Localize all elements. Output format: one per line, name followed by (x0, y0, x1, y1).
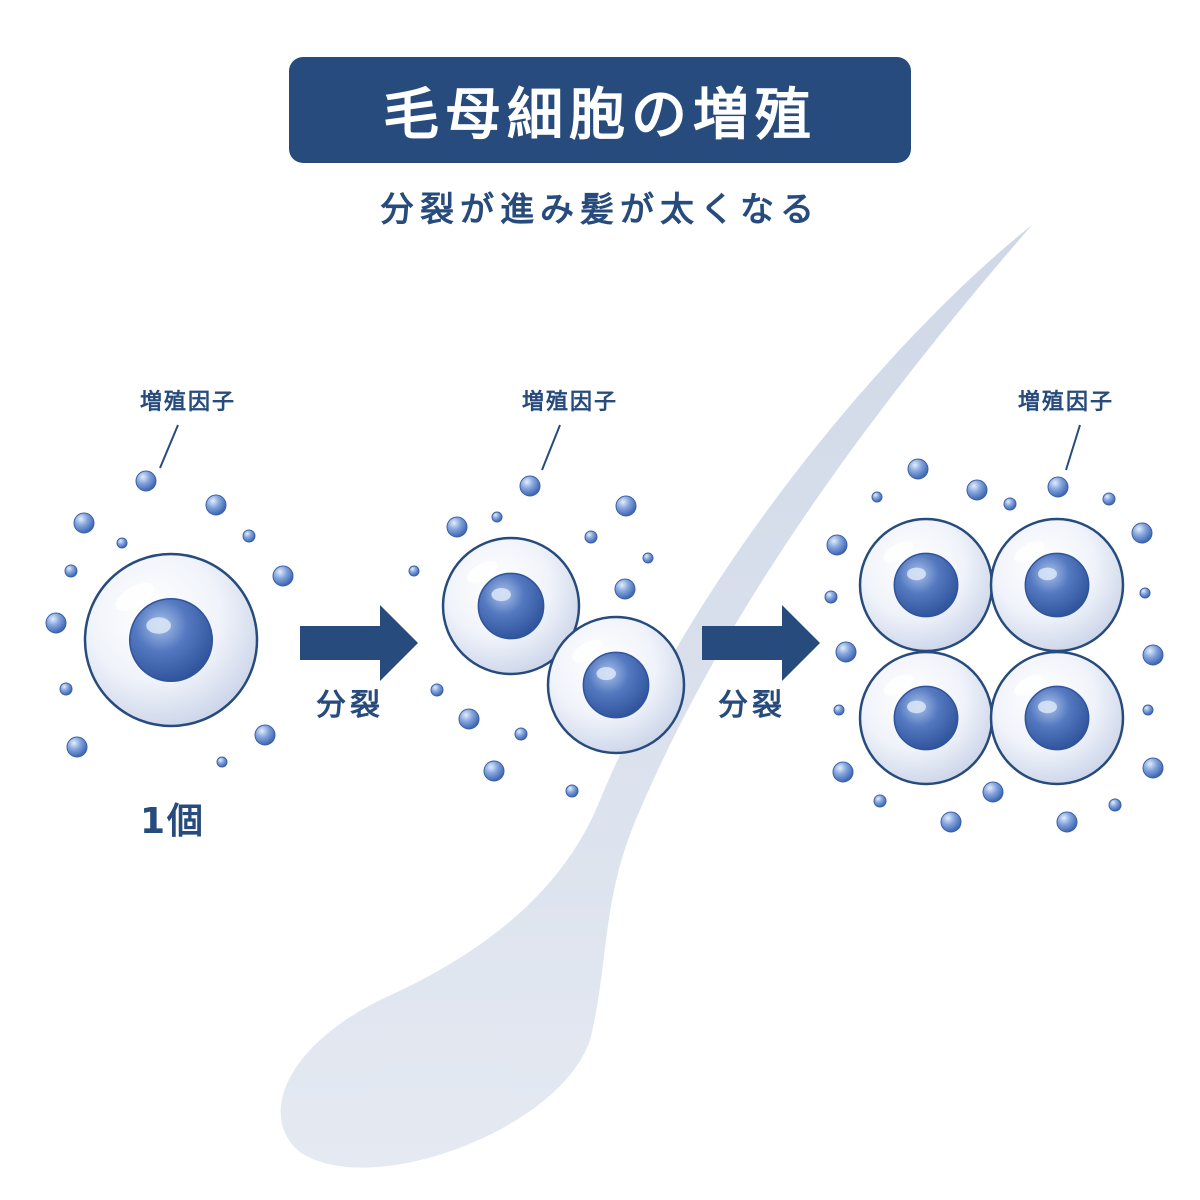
droplet-icon (835, 641, 857, 663)
droplet-icon (254, 724, 276, 746)
droplet-icon (205, 494, 227, 516)
cell-highlight (1014, 674, 1045, 696)
nucleus-highlight (906, 700, 926, 714)
droplet-icon (1142, 757, 1164, 779)
cell-icon (989, 650, 1125, 786)
callout-line (541, 424, 561, 471)
cell-nucleus (1024, 685, 1090, 751)
cell-icon (83, 552, 259, 728)
callout-line (159, 424, 179, 469)
page-subtitle: 分裂が進み髪が太くなる (380, 190, 820, 230)
droplet-icon (458, 708, 480, 730)
cell-highlight (883, 674, 914, 696)
droplet-icon (514, 727, 528, 741)
growth-factor-label: 増殖因子 (1018, 390, 1115, 415)
droplet-icon (272, 565, 294, 587)
droplet-icon (135, 470, 157, 492)
droplet-icon (491, 511, 503, 523)
droplet-icon (45, 612, 67, 634)
droplet-icon (1047, 476, 1069, 498)
nucleus-highlight (491, 588, 511, 602)
cell-nucleus (893, 552, 959, 618)
growth-factor-label: 増殖因子 (522, 390, 619, 415)
droplet-icon (907, 458, 929, 480)
nucleus-highlight (906, 567, 926, 581)
callout-line (1065, 424, 1081, 471)
droplet-icon (1131, 522, 1153, 544)
divide-label: 分裂 (316, 688, 384, 723)
cell-icon (858, 517, 994, 653)
page-title: 毛母細胞の増殖 (383, 82, 817, 148)
droplet-icon (1108, 798, 1122, 812)
droplet-icon (615, 495, 637, 517)
cell-nucleus (582, 651, 650, 719)
droplet-icon (1056, 811, 1078, 833)
cell-icon (989, 517, 1125, 653)
droplet-icon (826, 534, 848, 556)
droplet-icon (64, 564, 78, 578)
droplet-icon (73, 512, 95, 534)
droplet-icon (966, 479, 988, 501)
cell-nucleus (128, 597, 214, 683)
growth-factor-label: 増殖因子 (140, 390, 237, 415)
droplet-icon (59, 682, 73, 696)
droplet-icon (408, 565, 420, 577)
nucleus-highlight (146, 617, 171, 634)
cell-count-label: 1個 (140, 801, 206, 842)
droplet-icon (614, 578, 636, 600)
droplet-icon (642, 552, 654, 564)
droplet-icon (216, 756, 228, 768)
droplet-icon (565, 784, 579, 798)
droplet-icon (824, 590, 838, 604)
droplet-icon (584, 530, 598, 544)
cell-highlight (467, 560, 498, 584)
droplet-icon (1102, 492, 1116, 506)
droplet-icon (430, 683, 444, 697)
droplet-icon (242, 529, 256, 543)
title-banner: 毛母細胞の増殖 (289, 57, 911, 163)
nucleus-highlight (596, 667, 616, 681)
droplet-icon (483, 760, 505, 782)
cell-nucleus (1024, 552, 1090, 618)
cell-icon (546, 615, 686, 755)
cell-highlight (883, 541, 914, 563)
droplet-icon (1003, 497, 1017, 511)
droplet-icon (1139, 587, 1151, 599)
cell-highlight (1014, 541, 1045, 563)
droplet-icon (1142, 704, 1154, 716)
cell-icon (858, 650, 994, 786)
droplet-icon (873, 794, 887, 808)
droplet-icon (1142, 644, 1164, 666)
cell-nucleus (893, 685, 959, 751)
cell-highlight (115, 583, 155, 611)
cell-icon (441, 536, 581, 676)
cell-nucleus (477, 572, 545, 640)
arrow-right-icon (702, 605, 820, 681)
droplet-icon (66, 736, 88, 758)
droplet-icon (982, 781, 1004, 803)
droplet-icon (940, 811, 962, 833)
droplet-icon (833, 704, 845, 716)
divide-label: 分裂 (718, 688, 786, 723)
nucleus-highlight (1037, 567, 1057, 581)
droplet-icon (446, 516, 468, 538)
nucleus-highlight (1037, 700, 1057, 714)
droplet-icon (116, 537, 128, 549)
droplet-icon (871, 491, 883, 503)
cell-highlight (572, 639, 603, 663)
droplet-icon (832, 761, 854, 783)
arrow-right-icon (300, 605, 418, 681)
droplet-icon (519, 475, 541, 497)
